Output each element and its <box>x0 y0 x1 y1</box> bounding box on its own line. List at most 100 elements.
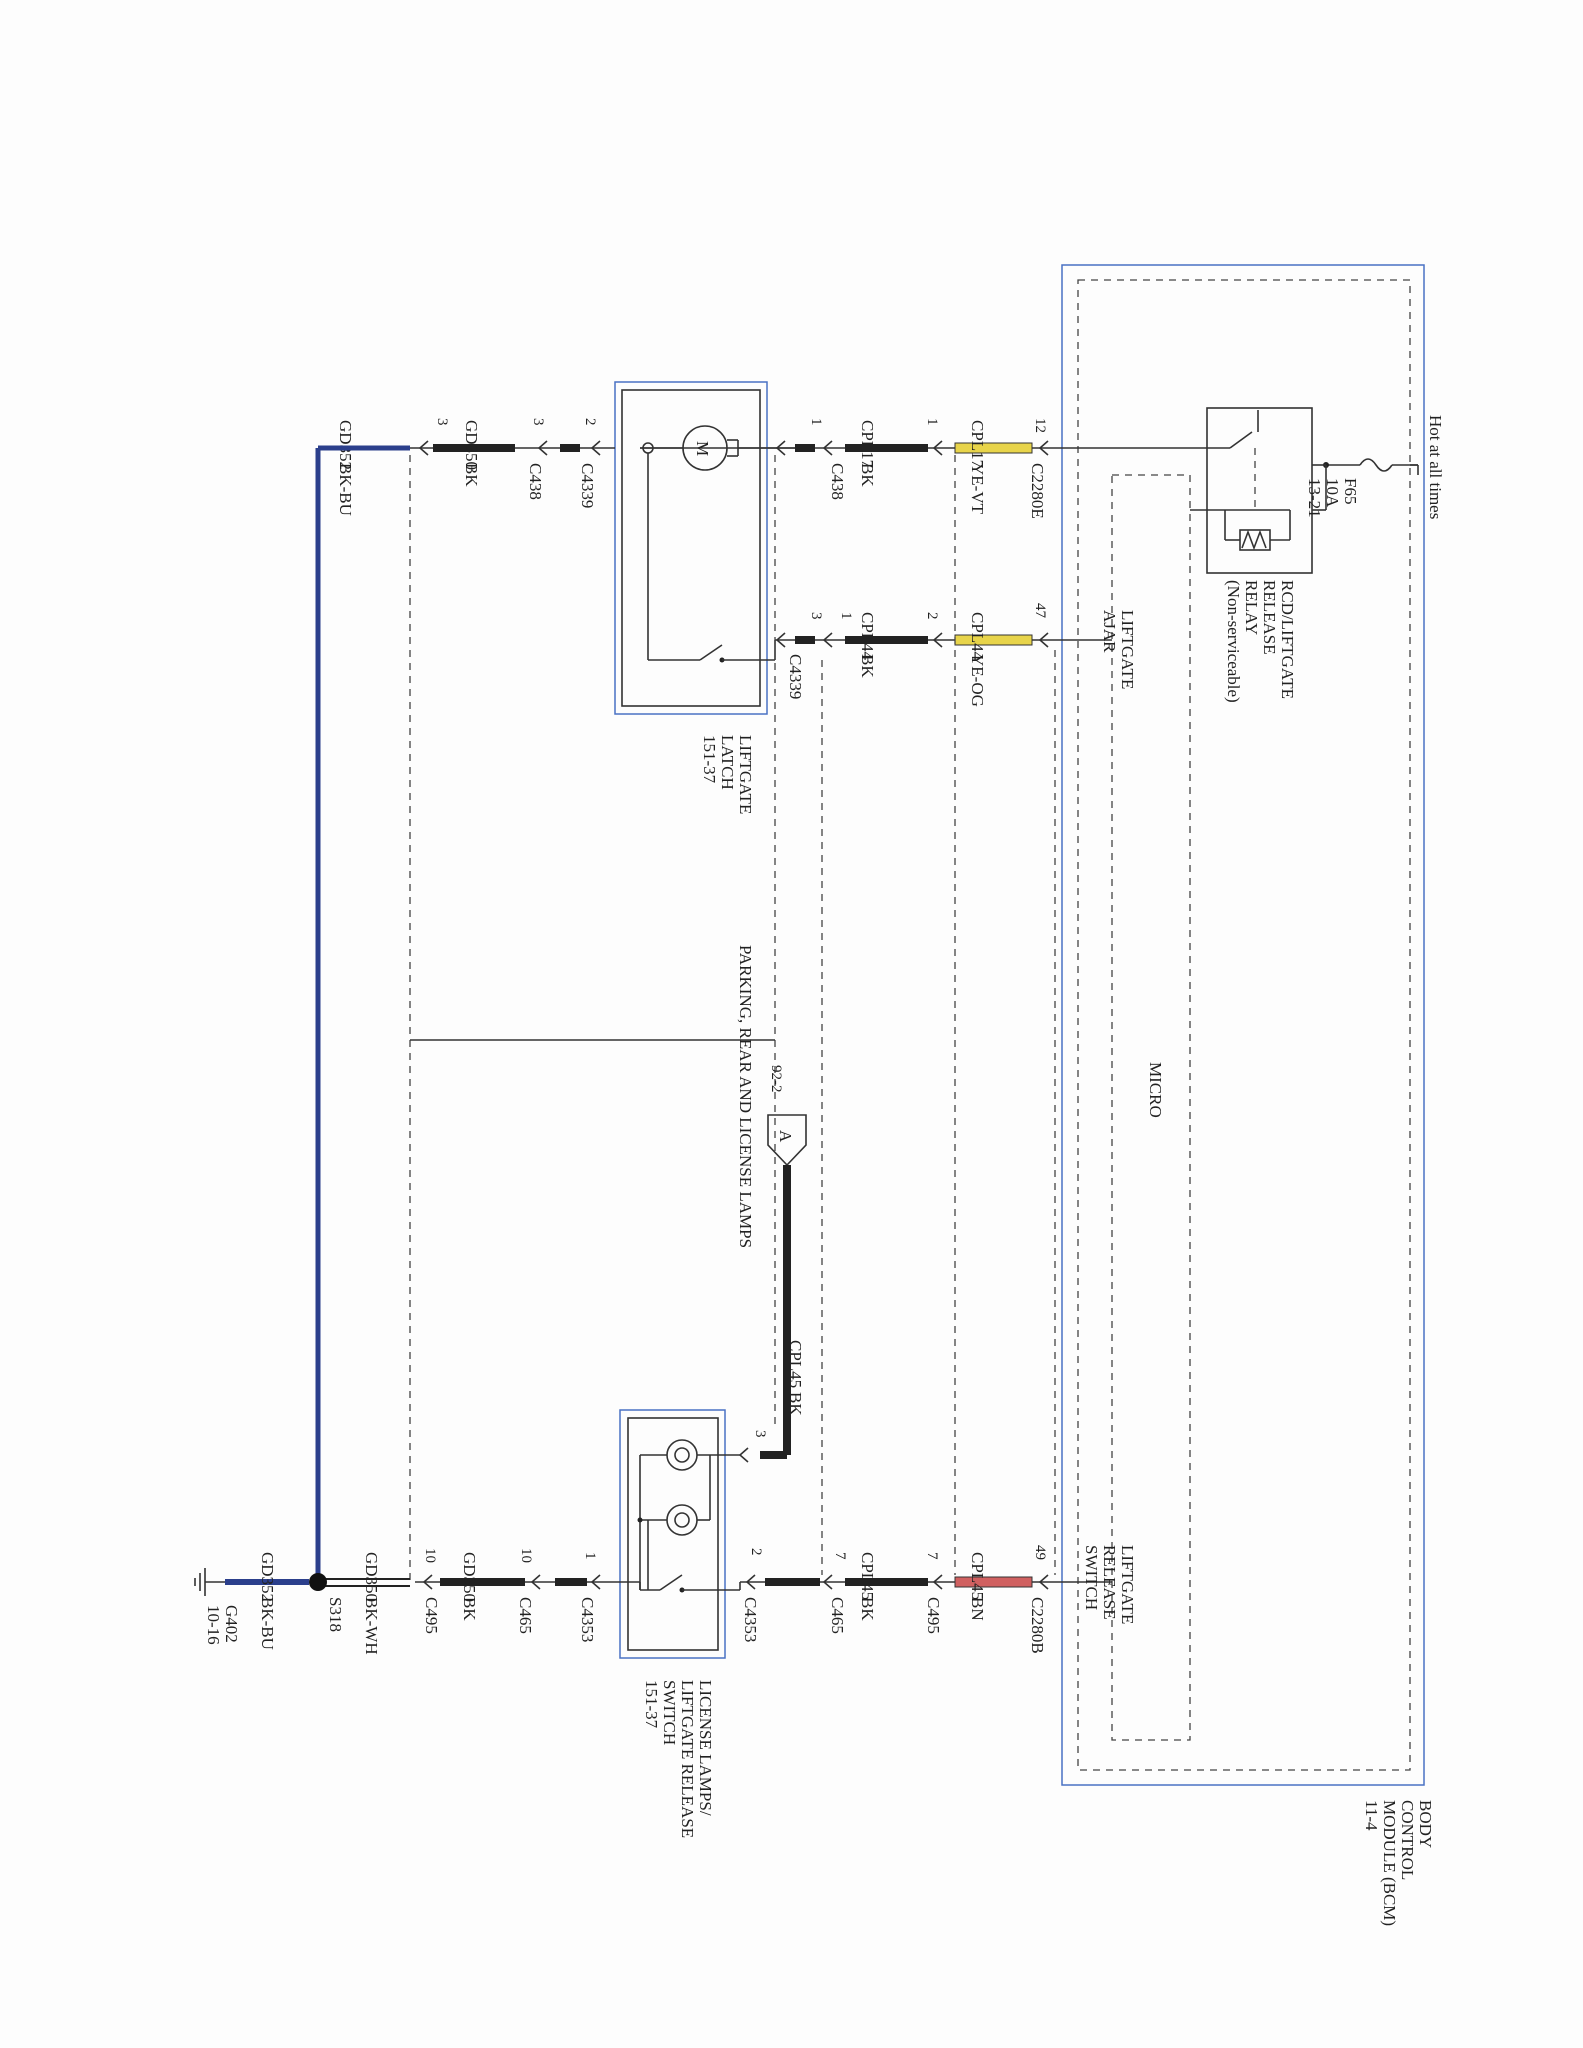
bcm-outline <box>1061 264 1425 1786</box>
svg-text:10: 10 <box>518 1548 534 1563</box>
svg-text:LICENSE LAMPS/: LICENSE LAMPS/ <box>696 1680 715 1816</box>
bk-segment-cpl44 <box>845 636 928 644</box>
svg-text:GD350: GD350 <box>462 420 481 470</box>
svg-text:GD352: GD352 <box>258 1552 277 1602</box>
svg-text:CPL44: CPL44 <box>858 612 877 661</box>
svg-text:C465: C465 <box>828 1597 847 1634</box>
svg-text:AJAR: AJAR <box>1100 610 1119 653</box>
svg-text:49: 49 <box>1032 1545 1048 1560</box>
svg-text:12: 12 <box>1032 418 1048 433</box>
svg-text:GD350: GD350 <box>362 1552 381 1602</box>
relay-label: RCD/LIFTGATE RELEASE RELAY (Non-servicea… <box>1224 580 1297 703</box>
svg-text:C495: C495 <box>924 1597 943 1634</box>
parking-label: PARKING, REAR AND LICENSE LAMPS <box>736 945 755 1248</box>
svg-text:SWITCH: SWITCH <box>660 1680 679 1745</box>
svg-text:BK: BK <box>460 1597 479 1621</box>
svg-text:LIFTGATE: LIFTGATE <box>736 735 755 814</box>
bcm-label: BODY CONTROL MODULE (BCM) 11-4 <box>1362 1800 1435 1926</box>
c4353-ground-block <box>555 1578 587 1586</box>
svg-text:C438: C438 <box>526 463 545 500</box>
svg-text:CONTROL: CONTROL <box>1398 1800 1417 1880</box>
svg-text:BK-BU: BK-BU <box>336 463 355 516</box>
svg-text:GD350: GD350 <box>460 1552 479 1602</box>
svg-text:CPL17: CPL17 <box>858 420 877 469</box>
svg-text:G402: G402 <box>222 1605 241 1643</box>
svg-text:MODULE (BCM): MODULE (BCM) <box>1380 1800 1399 1926</box>
liftgate-latch-label: LIFTGATE LATCH 151-37 <box>700 735 755 814</box>
ye-og-segment <box>954 634 1033 646</box>
svg-text:GD352: GD352 <box>336 420 355 470</box>
svg-text:10-16: 10-16 <box>204 1605 223 1645</box>
svg-text:YE-VT: YE-VT <box>968 463 987 515</box>
ground-label: G402 10-16 <box>204 1605 241 1645</box>
svg-text:LIFTGATE RELEASE: LIFTGATE RELEASE <box>678 1680 697 1838</box>
svg-text:LIFTGATE: LIFTGATE <box>1118 610 1137 689</box>
svg-text:C4353: C4353 <box>578 1597 597 1642</box>
svg-text:C4339: C4339 <box>578 463 597 508</box>
ye-vt-segment <box>954 442 1033 454</box>
svg-text:1: 1 <box>582 1552 598 1560</box>
svg-text:C2280B: C2280B <box>1028 1597 1047 1654</box>
latch-switch <box>699 644 723 661</box>
bk-segment-cpl17 <box>845 444 928 452</box>
power-label: Hot at all times <box>1426 415 1445 519</box>
svg-text:M: M <box>693 441 712 456</box>
svg-text:3: 3 <box>530 418 546 426</box>
svg-text:92-2: 92-2 <box>768 1065 784 1093</box>
relay-box <box>1206 407 1313 574</box>
micro-label: MICRO <box>1146 1062 1165 1118</box>
svg-text:BK: BK <box>858 654 877 678</box>
license-switch-label: LICENSE LAMPS/ LIFTGATE RELEASE SWITCH 1… <box>642 1680 715 1838</box>
svg-text:S318: S318 <box>326 1597 345 1632</box>
liftgate-ajar-label: LIFTGATE AJAR <box>1100 610 1137 689</box>
c4339-ground-block <box>560 444 580 452</box>
liftgate-latch-outline <box>614 381 768 715</box>
svg-text:10A: 10A <box>1323 478 1342 508</box>
splice-s318 <box>309 1573 327 1591</box>
svg-text:47: 47 <box>1032 603 1048 619</box>
svg-text:RELEASE: RELEASE <box>1260 580 1279 655</box>
connector-a <box>767 1114 807 1167</box>
svg-text:SWITCH: SWITCH <box>1082 1545 1101 1610</box>
svg-text:(Non-serviceable): (Non-serviceable) <box>1224 580 1243 703</box>
svg-text:LIFTGATE: LIFTGATE <box>1118 1545 1137 1624</box>
license-switch-contact <box>659 1574 683 1591</box>
relay-contact <box>1229 431 1253 449</box>
svg-text:CPL45: CPL45 <box>858 1552 877 1600</box>
svg-text:BK-WH: BK-WH <box>362 1597 381 1655</box>
svg-text:1: 1 <box>924 418 940 426</box>
svg-text:RELAY: RELAY <box>1242 580 1261 635</box>
svg-text:3: 3 <box>808 612 824 620</box>
svg-text:BK: BK <box>786 1392 805 1416</box>
svg-text:YE-OG: YE-OG <box>968 654 987 707</box>
svg-text:C2280E: C2280E <box>1028 463 1047 519</box>
bk-segment-gd350-right <box>440 1578 525 1586</box>
license-switch-inner <box>627 1417 719 1651</box>
lamp-2 <box>666 1504 698 1536</box>
svg-text:C4353: C4353 <box>741 1597 760 1642</box>
svg-text:C495: C495 <box>422 1597 441 1634</box>
c4339-block <box>795 636 815 644</box>
fuse-label: F65 10A 13-21 <box>1305 478 1360 518</box>
svg-text:11-4: 11-4 <box>1362 1800 1381 1831</box>
svg-text:13-21: 13-21 <box>1305 478 1324 518</box>
license-switch-outline <box>619 1409 726 1659</box>
fuse-symbol <box>1359 458 1393 472</box>
micro-dashed-box <box>1111 474 1191 1741</box>
svg-text:BK: BK <box>462 463 481 487</box>
svg-text:3: 3 <box>434 418 450 426</box>
svg-text:1: 1 <box>838 612 854 620</box>
svg-text:C438: C438 <box>828 463 847 500</box>
liftgate-release-switch-label: LIFTGATE RELEASE SWITCH <box>1082 1545 1137 1624</box>
svg-text:2: 2 <box>924 612 940 620</box>
bk-segment-gd350-left <box>433 444 515 452</box>
svg-text:RELEASE: RELEASE <box>1100 1545 1119 1620</box>
svg-text:2: 2 <box>582 418 598 426</box>
svg-text:151-37: 151-37 <box>642 1680 661 1729</box>
svg-text:BK: BK <box>858 1597 877 1621</box>
bcm-inner-dashed <box>1077 279 1411 1771</box>
svg-text:CPL17: CPL17 <box>968 420 987 469</box>
bk-segment-cpl45 <box>845 1578 928 1586</box>
svg-text:BK: BK <box>858 463 877 487</box>
